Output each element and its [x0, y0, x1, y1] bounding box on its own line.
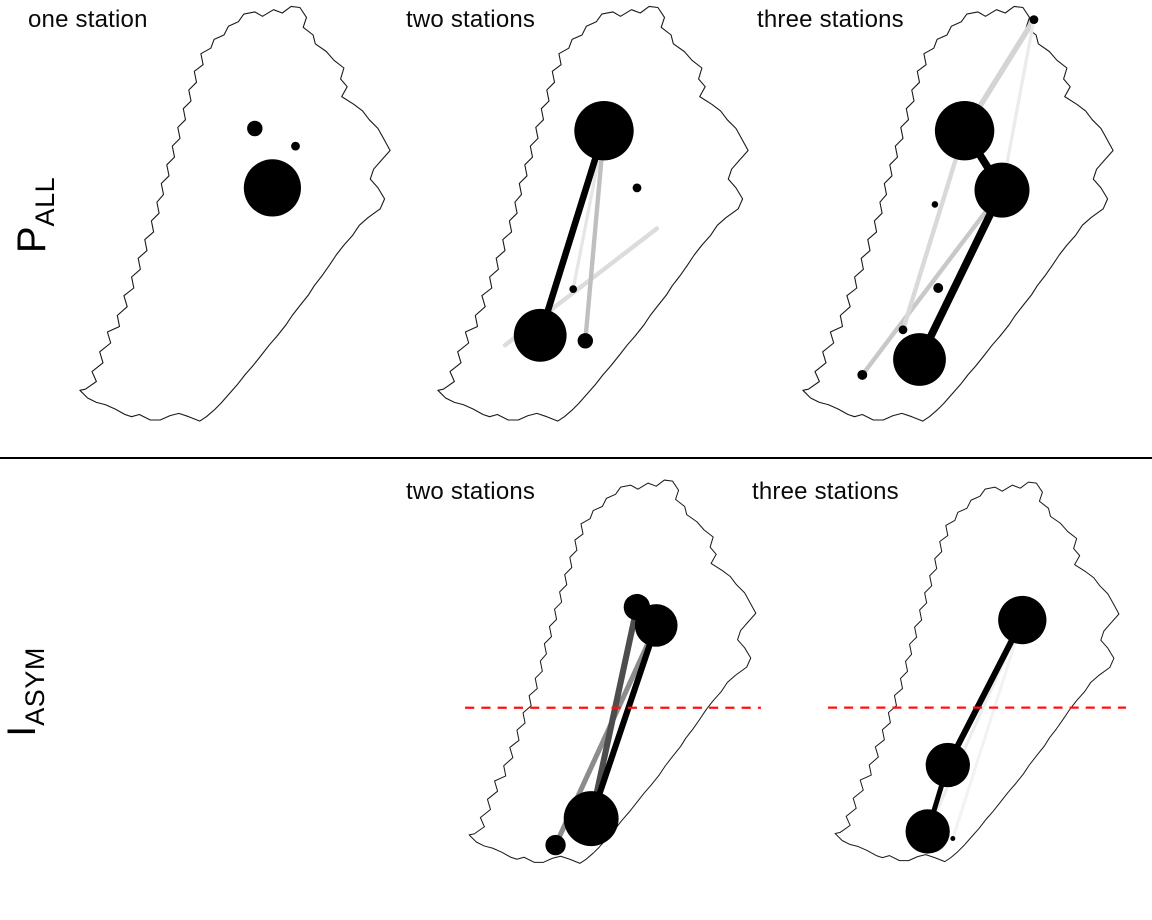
- station-edge: [900, 128, 967, 332]
- station-node: [569, 285, 578, 293]
- island-outline: [834, 481, 1120, 863]
- station-edge: [1000, 17, 1036, 192]
- station-node: [634, 604, 678, 647]
- station-node: [933, 283, 944, 293]
- station-node: [545, 834, 566, 856]
- station-node: [931, 201, 939, 208]
- station-node: [934, 101, 995, 161]
- row-label-subscript: ALL: [30, 176, 60, 227]
- map-panel-pall-three-stations: [802, 5, 1114, 422]
- station-node: [1029, 15, 1039, 24]
- row-label-p-all: PALL: [2, 120, 62, 310]
- station-node: [974, 162, 1030, 218]
- row-label-main: I: [0, 725, 44, 737]
- island-outline: [802, 5, 1114, 422]
- station-node: [563, 791, 619, 847]
- station-edge: [915, 186, 1006, 364]
- panel-title-three-stations-top: three stations: [757, 6, 904, 33]
- panel-title-one-station: one station: [28, 6, 148, 33]
- station-node: [632, 183, 642, 193]
- station-node: [513, 308, 567, 362]
- map-panel-iasym-three-stations: [828, 481, 1126, 863]
- island-outline: [437, 5, 749, 422]
- island-outline: [468, 479, 757, 864]
- station-edge: [951, 618, 1024, 840]
- station-edge: [944, 617, 1026, 769]
- station-node: [998, 595, 1047, 645]
- panel-title-two-stations-top: two stations: [406, 6, 536, 33]
- station-node: [898, 325, 908, 335]
- station-node: [243, 159, 301, 217]
- station-node: [925, 742, 970, 788]
- station-node: [577, 333, 593, 349]
- island-outline: [79, 5, 391, 422]
- row-label-i-asym: IASYM: [0, 597, 52, 787]
- row-label-subscript: ASYM: [20, 647, 50, 726]
- panel-title-three-stations-bottom: three stations: [752, 478, 899, 505]
- station-node: [950, 835, 956, 842]
- station-node: [893, 333, 946, 386]
- map-panel-iasym-two-stations: [465, 479, 761, 864]
- station-edge: [588, 604, 640, 822]
- section-divider: [0, 457, 1152, 459]
- station-edge: [536, 127, 608, 339]
- station-node: [905, 809, 950, 854]
- station-node: [247, 120, 263, 137]
- station-node: [857, 369, 868, 380]
- map-panel-pall-one-station: [79, 5, 391, 422]
- map-panel-pall-two-stations: [437, 5, 749, 422]
- row-label-main: P: [10, 226, 54, 254]
- station-edge: [583, 128, 607, 343]
- panel-title-two-stations-bottom: two stations: [406, 478, 536, 505]
- station-node: [574, 101, 634, 161]
- station-edge: [588, 622, 660, 822]
- station-node: [291, 141, 300, 151]
- station-edge: [860, 187, 1005, 378]
